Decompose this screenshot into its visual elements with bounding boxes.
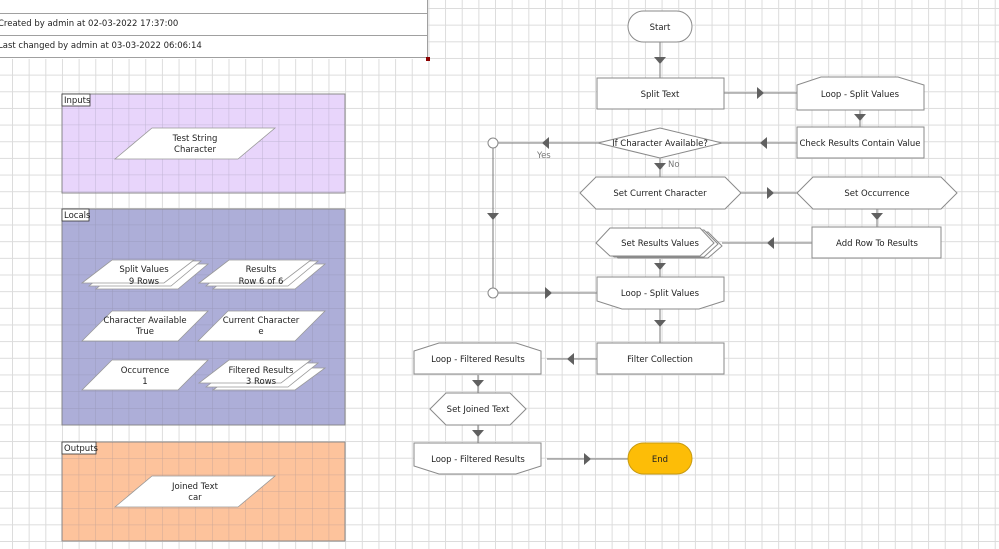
- data-item-value: 3 Rows: [246, 377, 277, 387]
- data-item-name: Split Values: [119, 265, 169, 275]
- filter-collection-stage[interactable]: Filter Collection: [596, 342, 725, 375]
- arrow-left-icon: [542, 137, 549, 149]
- inputs-label: Inputs: [64, 96, 91, 106]
- data-item-results[interactable]: Results Row 6 of 6: [197, 259, 327, 290]
- data-item-value: 1: [142, 377, 147, 387]
- stage-label: Split Text: [641, 90, 680, 100]
- data-item-value: e: [258, 327, 263, 337]
- arrow-right-icon: [757, 87, 764, 99]
- arrow-left-icon: [760, 137, 767, 149]
- stage-label: Start: [650, 23, 671, 33]
- data-item-value: 9 Rows: [129, 277, 160, 287]
- arrow-down-icon: [871, 213, 883, 220]
- data-item-name: Results: [246, 265, 277, 275]
- stage-label: Check Results Contain Value: [799, 139, 920, 149]
- loop-split-values-start-stage[interactable]: Loop - Split Values: [796, 76, 925, 111]
- stage-label: Loop - Filtered Results: [431, 355, 525, 365]
- data-item-current-character[interactable]: Current Character e: [197, 310, 326, 342]
- arrow-down-icon: [654, 320, 666, 327]
- arrow-down-icon: [472, 430, 484, 437]
- stage-label: If Character Available?: [612, 139, 708, 149]
- stage-label: Set Joined Text: [447, 405, 510, 415]
- data-item-name: Joined Text: [171, 482, 219, 492]
- outputs-region[interactable]: Outputs Joined Text car: [61, 441, 346, 542]
- set-joined-text-stage[interactable]: Set Joined Text: [429, 392, 527, 426]
- no-label: No: [668, 160, 680, 170]
- data-item-test-string[interactable]: Test String Character: [113, 127, 277, 160]
- set-results-values-stage[interactable]: Set Results Values: [595, 227, 723, 259]
- data-item-name: Occurrence: [121, 366, 170, 376]
- add-row-stage[interactable]: Add Row To Results: [811, 226, 942, 259]
- arrow-down-icon: [654, 163, 666, 170]
- arrow-down-icon: [487, 213, 499, 220]
- arrow-right-icon: [767, 187, 774, 199]
- end-stage[interactable]: End: [627, 442, 693, 475]
- last-changed-text: Last changed by admin at 03-03-2022 06:0…: [0, 36, 427, 58]
- data-item-value: Character: [174, 145, 216, 155]
- junction-anchor[interactable]: [487, 137, 499, 149]
- data-item-filtered-results[interactable]: Filtered Results 3 Rows: [197, 359, 327, 391]
- junction-anchor[interactable]: [487, 287, 499, 299]
- arrow-down-icon: [854, 114, 866, 121]
- inputs-region[interactable]: Inputs Test String Character: [61, 93, 346, 194]
- arrow-left-icon: [767, 237, 774, 249]
- loop-filtered-results-start-stage[interactable]: Loop - Filtered Results: [413, 342, 542, 375]
- data-item-value: car: [188, 493, 202, 503]
- outputs-label: Outputs: [64, 444, 99, 454]
- info-top-row: [0, 0, 427, 14]
- locals-region[interactable]: Locals Split Values 9 Rows Results Row 6…: [61, 208, 346, 426]
- data-item-name: Filtered Results: [229, 366, 294, 376]
- data-item-split-values[interactable]: Split Values 9 Rows: [80, 259, 210, 290]
- loop-split-values-end-stage[interactable]: Loop - Split Values: [596, 276, 725, 310]
- check-results-stage[interactable]: Check Results Contain Value: [796, 126, 925, 159]
- arrow-down-icon: [654, 263, 666, 270]
- stage-label: End: [652, 455, 668, 465]
- stage-label: Set Occurrence: [844, 189, 909, 199]
- resize-handle[interactable]: [426, 57, 430, 61]
- data-item-name: Current Character: [223, 316, 300, 326]
- created-by-text: Created by admin at 02-03-2022 17:37:00: [0, 14, 427, 36]
- start-stage[interactable]: Start: [627, 10, 693, 43]
- arrow-right-icon: [584, 453, 591, 465]
- data-item-name: Character Available: [103, 316, 186, 326]
- data-item-character-available[interactable]: Character Available True: [81, 310, 209, 342]
- process-info-panel: Created by admin at 02-03-2022 17:37:00 …: [0, 0, 428, 59]
- stage-label: Loop - Split Values: [621, 289, 700, 299]
- stage-label: Set Current Character: [613, 189, 707, 199]
- stage-label: Loop - Filtered Results: [431, 455, 525, 465]
- data-item-name: Test String: [172, 134, 218, 144]
- data-item-joined-text[interactable]: Joined Text car: [113, 475, 277, 508]
- loop-filtered-results-end-stage[interactable]: Loop - Filtered Results: [413, 442, 542, 475]
- decision-stage[interactable]: If Character Available?: [597, 127, 723, 159]
- set-current-character-stage[interactable]: Set Current Character: [579, 176, 742, 210]
- arrow-down-icon: [472, 380, 484, 387]
- locals-label: Locals: [64, 211, 91, 221]
- set-occurrence-stage[interactable]: Set Occurrence: [796, 176, 958, 210]
- arrow-down-icon: [654, 57, 666, 64]
- data-item-value: True: [135, 327, 154, 337]
- data-item-occurrence[interactable]: Occurrence 1: [81, 359, 209, 391]
- arrowheads: [472, 57, 883, 465]
- split-text-stage[interactable]: Split Text: [596, 77, 725, 110]
- stage-label: Filter Collection: [627, 355, 693, 365]
- yes-label: Yes: [536, 151, 551, 161]
- data-item-value: Row 6 of 6: [239, 277, 284, 287]
- stage-label: Loop - Split Values: [821, 90, 900, 100]
- stage-label: Add Row To Results: [836, 239, 918, 249]
- stage-label: Set Results Values: [621, 239, 699, 249]
- arrow-right-icon: [545, 287, 552, 299]
- arrow-left-icon: [567, 353, 574, 365]
